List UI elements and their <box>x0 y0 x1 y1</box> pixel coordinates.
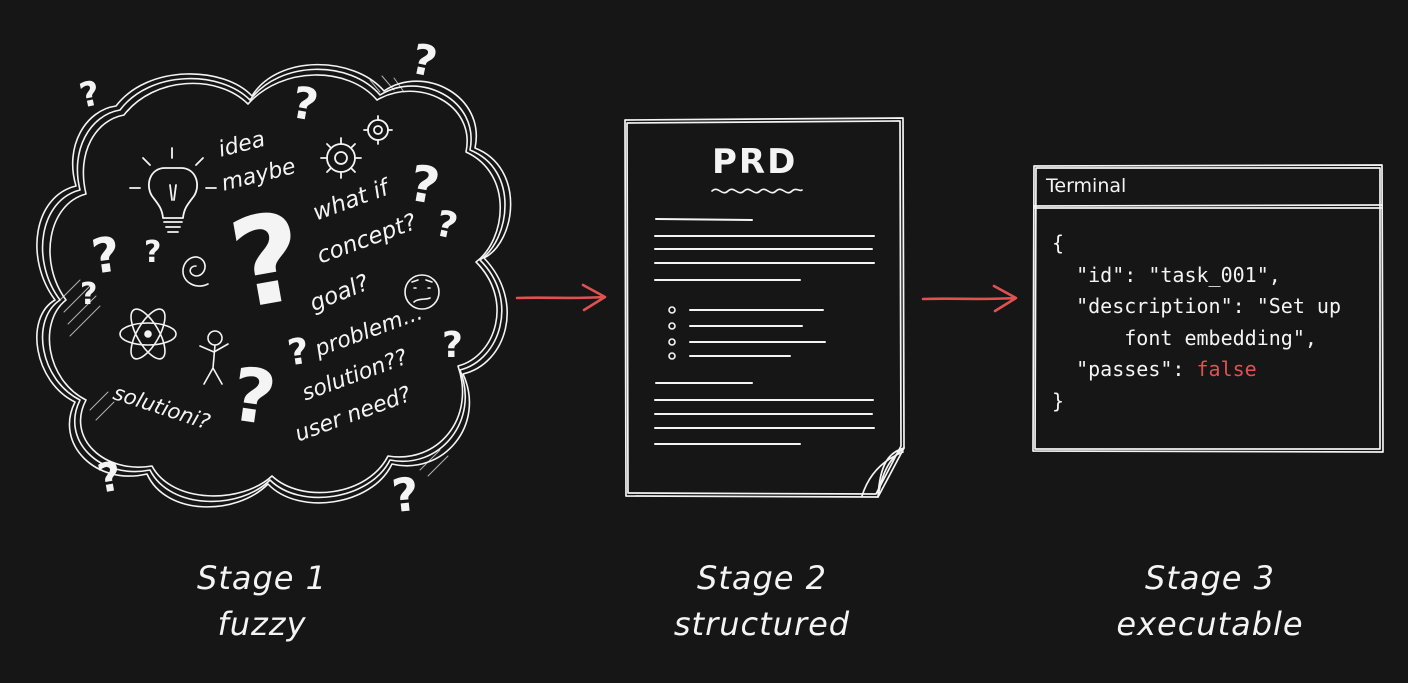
confused-face-icon <box>404 274 440 310</box>
json-value: "task_001", <box>1148 262 1281 287</box>
arrow-stage2-to-stage3 <box>921 284 1018 313</box>
json-line: { <box>1052 231 1065 255</box>
gear-icon <box>320 115 393 179</box>
json-key: "passes": <box>1052 357 1197 381</box>
json-value: font embedding", <box>1052 325 1317 350</box>
prd-text-lines <box>654 218 875 445</box>
stage-2-subtitle: structured <box>673 605 851 643</box>
stage-1-subtitle: fuzzy <box>217 605 307 643</box>
question-mark-icon: ? <box>144 235 162 270</box>
arrow-stage1-to-stage2 <box>515 283 607 312</box>
stage-3-title: Stage 3 <box>1145 559 1275 597</box>
spiral-icon <box>182 256 209 287</box>
json-key: "id": <box>1052 262 1149 287</box>
terminal-title: Terminal <box>1046 175 1127 197</box>
json-line: } <box>1052 388 1065 413</box>
prd-bullets <box>668 306 676 360</box>
question-mark-icon: ? <box>442 325 463 366</box>
json-value: "Set up <box>1256 294 1341 318</box>
stage-2-title: Stage 2 <box>697 559 827 597</box>
prd-title: PRD <box>712 142 798 182</box>
json-false-value: false <box>1196 357 1257 381</box>
stick-figure-icon <box>199 330 229 385</box>
prd-underline <box>711 188 803 194</box>
stage-3-subtitle: executable <box>1116 605 1304 643</box>
stage-1-title: Stage 1 <box>197 559 327 597</box>
atom-icon <box>119 308 177 360</box>
terminal-json: { "id": "task_001", "description": "Set … <box>1052 228 1341 417</box>
json-key: "description": <box>1052 294 1257 318</box>
question-mark-icon: ? <box>80 277 98 312</box>
lightbulb-icon <box>129 147 217 233</box>
